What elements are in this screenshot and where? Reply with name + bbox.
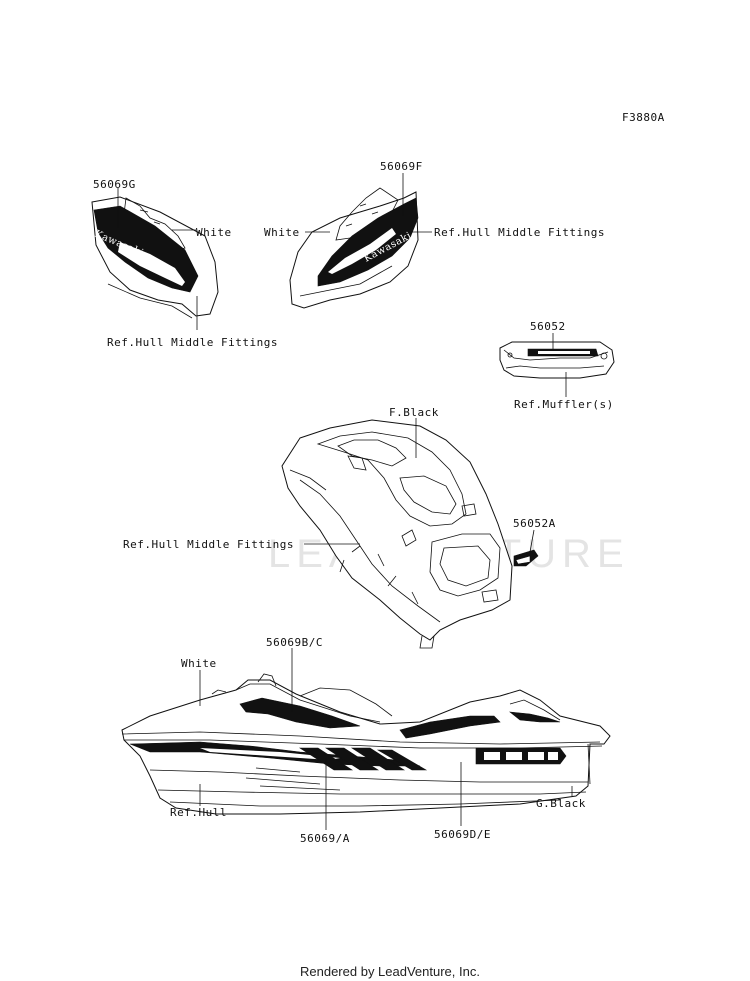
label-ref-muffler: Ref.Muffler(s) bbox=[514, 398, 614, 411]
label-ref-hull-mid-center: Ref.Hull Middle Fittings bbox=[123, 538, 294, 551]
leader-56052a bbox=[529, 529, 535, 553]
label-ref-hull-mid-left: Ref.Hull Middle Fittings bbox=[107, 336, 278, 349]
muffler-decal[interactable] bbox=[499, 341, 615, 379]
label-56069a: 56069/A bbox=[300, 832, 350, 845]
label-white-hull: White bbox=[181, 657, 217, 670]
footer-credit: Rendered by LeadVenture, Inc. bbox=[300, 964, 480, 979]
label-white-right: White bbox=[264, 226, 300, 239]
label-ref-hull: Ref.Hull bbox=[170, 806, 227, 819]
label-g-black: G.Black bbox=[536, 797, 586, 810]
label-ref-hull-mid-right: Ref.Hull Middle Fittings bbox=[434, 226, 605, 239]
label-56069de: 56069D/E bbox=[434, 828, 491, 841]
right-side-panel-decal[interactable]: Kawasaki bbox=[289, 187, 419, 309]
deck-assembly[interactable] bbox=[281, 419, 539, 649]
hull-assembly[interactable] bbox=[121, 673, 611, 815]
label-56069bc: 56069B/C bbox=[266, 636, 323, 649]
figure-code: F3880A bbox=[622, 111, 665, 124]
label-white-left: White bbox=[196, 226, 232, 239]
label-56052a: 56052A bbox=[513, 517, 556, 530]
label-56069g: 56069G bbox=[93, 178, 136, 191]
left-side-panel-decal[interactable]: Kawasaki bbox=[91, 196, 219, 319]
label-56069f: 56069F bbox=[380, 160, 423, 173]
label-56052: 56052 bbox=[530, 320, 566, 333]
label-f-black: F.Black bbox=[389, 406, 439, 419]
